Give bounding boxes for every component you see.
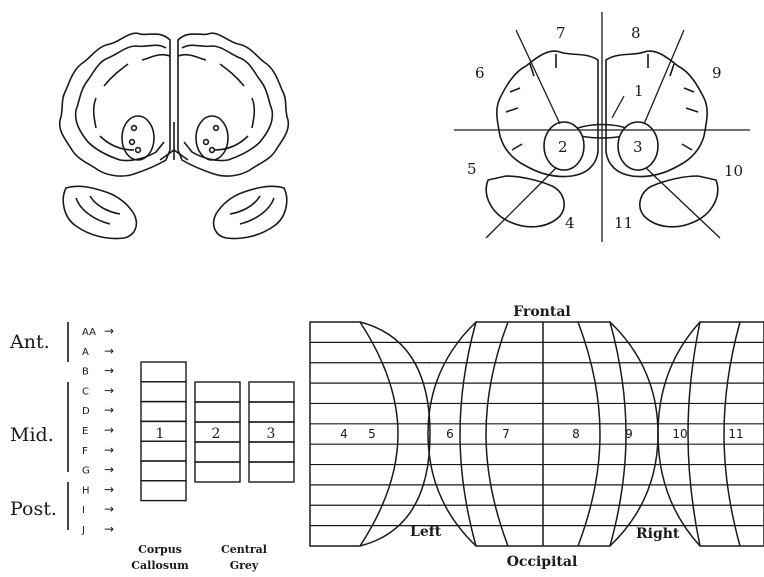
map-label-occipital: Occipital (507, 554, 578, 570)
section-label-5: 5 (467, 160, 477, 178)
grid-cell (141, 461, 186, 481)
map-segment-5: 5 (368, 427, 376, 441)
row-letter-j: J (81, 525, 85, 536)
grid-cell (141, 441, 186, 461)
map-segment-6: 6 (446, 427, 454, 441)
grid-cell (141, 382, 186, 402)
grid-cell (249, 402, 294, 422)
column-number-2: 2 (212, 426, 221, 442)
coronal-brain-section (60, 33, 289, 238)
row-letter-b: B (82, 367, 89, 378)
map-segment-11: 11 (728, 427, 743, 441)
section-label-9: 9 (712, 64, 722, 82)
map-segment-10: 10 (672, 427, 687, 441)
grid-cell (249, 442, 294, 462)
row-arrow-icon: → (104, 423, 114, 437)
section-label-7: 7 (556, 24, 566, 42)
column-number-1: 1 (156, 426, 165, 442)
map-label-frontal: Frontal (513, 304, 570, 320)
row-arrow-icon: → (104, 324, 114, 338)
section-label-11: 11 (614, 214, 633, 232)
central-grey-caption-line1: Central (221, 543, 267, 556)
corpus-caption-line2: Callosum (131, 559, 189, 572)
row-arrow-icon: → (104, 344, 114, 358)
row-arrow-icon: → (104, 443, 114, 457)
row-letter-c: C (82, 386, 89, 397)
row-arrow-icon: → (104, 403, 114, 417)
grid-cell (249, 382, 294, 402)
grid-cell (249, 462, 294, 482)
row-letter-f: F (82, 446, 88, 457)
row-index-panel: Ant. Mid. Post. AA → A → B → C → D → E → F → G → H → I → J → (9, 322, 114, 536)
group-label-ant: Ant. (9, 331, 50, 353)
map-segment-4: 4 (340, 427, 348, 441)
row-arrow-icon: → (104, 364, 114, 378)
group-label-post: Post. (10, 498, 57, 520)
map-label-right: Right (636, 526, 680, 542)
group-label-mid: Mid. (10, 424, 54, 446)
corpus-caption-line1: Corpus (138, 543, 182, 556)
row-letter-e: E (82, 426, 88, 437)
grid-cell (141, 402, 186, 422)
corpus-callosum-column: 1 Corpus Callosum (131, 362, 189, 572)
row-letter-h: H (82, 485, 90, 496)
sectioned-brain-slice: 1 2 3 4 5 6 7 8 9 10 11 (454, 12, 750, 242)
central-grey-columns: 2 3 Central Grey (195, 382, 294, 572)
grid-cell (141, 481, 186, 501)
map-segment-8: 8 (572, 427, 580, 441)
central-grey-caption-line2: Grey (230, 559, 259, 572)
row-arrow-icon: → (104, 522, 114, 536)
grid-cell (195, 442, 240, 462)
row-arrow-icon: → (104, 482, 114, 496)
cortical-projection-map: 4 5 6 7 8 9 10 11 Frontal Occipital Left… (310, 304, 764, 570)
grid-cell (141, 362, 186, 382)
row-letter-i: I (82, 505, 85, 516)
row-letter-a: A (82, 347, 89, 358)
row-arrow-icon: → (104, 383, 114, 397)
grid-cell (195, 402, 240, 422)
row-arrow-icon: → (104, 502, 114, 516)
row-letter-aa: AA (82, 327, 96, 338)
row-arrow-icon: → (104, 463, 114, 477)
map-segment-7: 7 (502, 427, 510, 441)
grid-cell (195, 382, 240, 402)
map-label-left: Left (410, 524, 442, 540)
row-letter-g: G (82, 466, 90, 477)
row-letter-d: D (82, 406, 90, 417)
section-label-3: 3 (633, 138, 643, 156)
section-label-2: 2 (558, 138, 568, 156)
grid-cell (195, 462, 240, 482)
section-label-6: 6 (475, 64, 485, 82)
column-number-3: 3 (267, 426, 276, 442)
section-label-8: 8 (631, 24, 641, 42)
section-label-10: 10 (724, 162, 743, 180)
map-segment-9: 9 (625, 427, 633, 441)
section-label-4: 4 (565, 214, 575, 232)
section-label-1: 1 (634, 82, 644, 100)
